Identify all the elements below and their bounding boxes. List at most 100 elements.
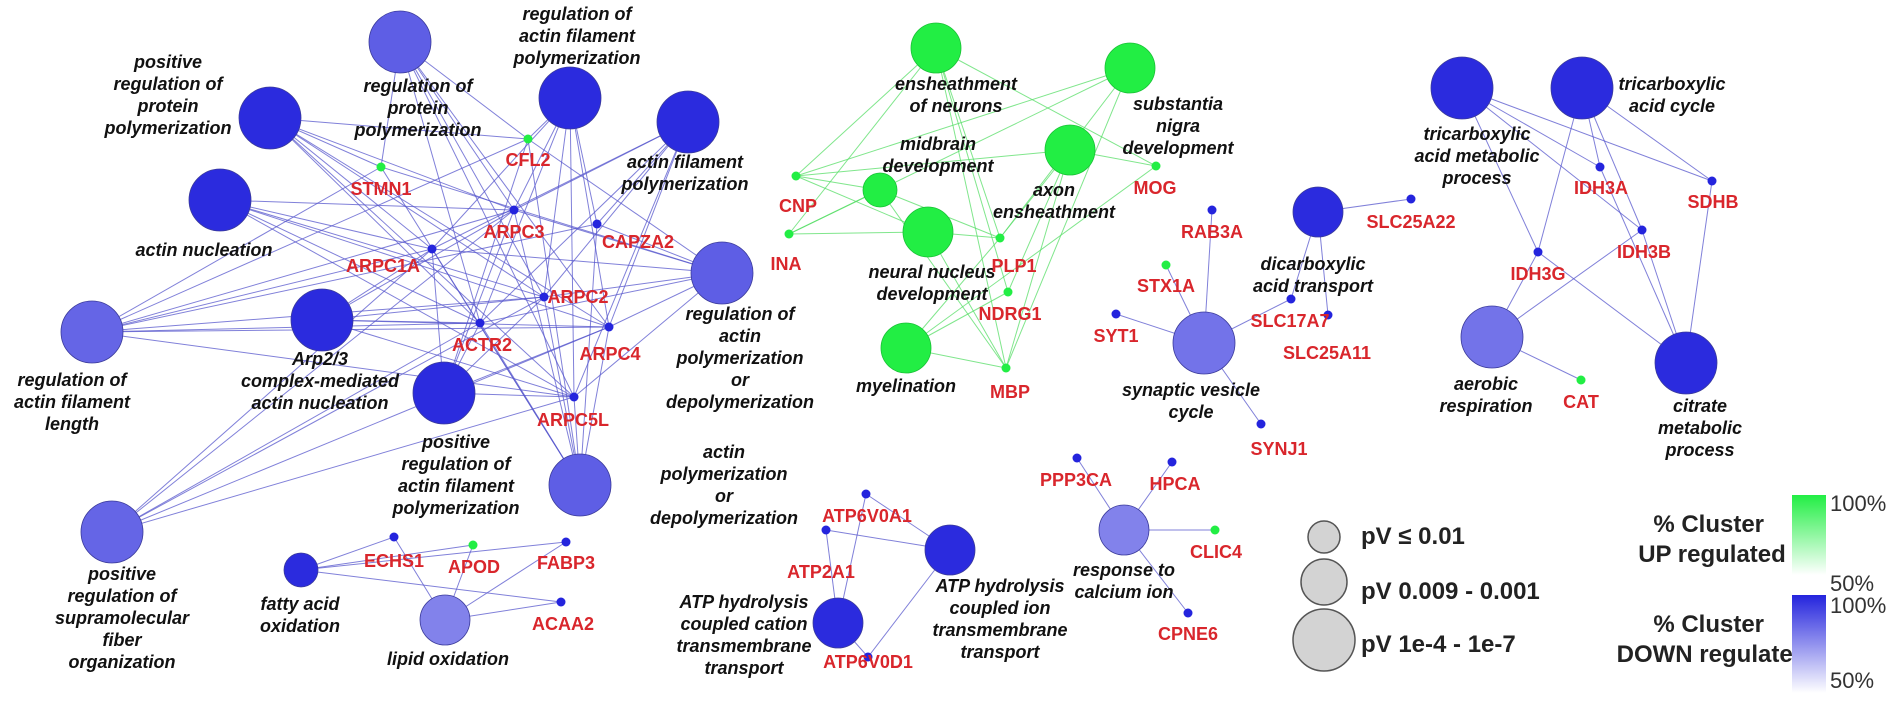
gene-node-g1[interactable]	[376, 162, 386, 172]
gene-node-g37[interactable]	[1210, 525, 1220, 535]
term-label-n13: lipid oxidation	[387, 649, 509, 669]
term-node-n5[interactable]	[188, 168, 252, 232]
term-node-n18[interactable]	[902, 206, 954, 258]
edge-n2-g3	[399, 41, 515, 211]
edge-n7-g8	[321, 319, 610, 328]
term-node-n25[interactable]	[1654, 331, 1718, 395]
gene-label-g18: NDRG1	[978, 304, 1041, 324]
term-node-n27[interactable]	[812, 597, 864, 649]
gene-node-g34[interactable]	[863, 652, 873, 662]
gene-node-g22[interactable]	[1111, 309, 1121, 319]
edge-n11-g5	[111, 248, 433, 533]
term-node-n8[interactable]	[412, 361, 476, 425]
term-node-n26[interactable]	[924, 524, 976, 576]
gene-node-g19[interactable]	[1001, 363, 1011, 373]
term-node-n13[interactable]	[419, 594, 471, 646]
term-node-n19[interactable]	[880, 322, 932, 374]
gene-node-g28[interactable]	[1707, 176, 1717, 186]
gene-label-g16: MOG	[1134, 178, 1177, 198]
gene-label-g29: IDH3B	[1617, 242, 1671, 262]
edge-n12-g11	[300, 544, 474, 571]
edge-n9-g3	[513, 209, 723, 274]
term-node-n1[interactable]	[238, 86, 302, 150]
gene-node-g11[interactable]	[468, 540, 478, 550]
gene-node-g31[interactable]	[1576, 375, 1586, 385]
term-node-n22[interactable]	[1430, 56, 1494, 120]
term-node-n21[interactable]	[1172, 311, 1236, 375]
gene-node-g15[interactable]	[784, 229, 794, 239]
gene-node-g32[interactable]	[861, 489, 871, 499]
edge-n15-g19	[1005, 67, 1131, 369]
term-node-n4[interactable]	[656, 90, 720, 154]
edge-n11-g6	[111, 296, 545, 533]
gene-node-g38[interactable]	[1183, 608, 1193, 618]
term-node-n17[interactable]	[1044, 124, 1096, 176]
edge-n4-g8	[608, 121, 689, 328]
legend-down-gradient	[1792, 595, 1826, 693]
gene-node-g4[interactable]	[592, 219, 602, 229]
edge-n11-g9	[111, 396, 575, 533]
gene-node-g6[interactable]	[539, 292, 549, 302]
edge-n3-g7	[479, 97, 571, 324]
term-node-n6[interactable]	[60, 300, 124, 364]
gene-node-g3[interactable]	[509, 205, 519, 215]
term-node-n12[interactable]	[283, 552, 319, 588]
edge-n3-g5	[431, 97, 571, 250]
gene-node-g12[interactable]	[561, 537, 571, 547]
edge-n4-g6	[543, 121, 689, 298]
term-node-n9[interactable]	[690, 241, 754, 305]
term-node-n24[interactable]	[1460, 305, 1524, 369]
term-node-n11[interactable]	[80, 500, 144, 564]
edge-n1-g3	[269, 117, 515, 211]
legend-up-top-label: 100%	[1830, 491, 1886, 516]
gene-node-g2[interactable]	[523, 134, 533, 144]
gene-node-g20[interactable]	[1207, 205, 1217, 215]
gene-node-g13[interactable]	[556, 597, 566, 607]
gene-node-g23[interactable]	[1286, 294, 1296, 304]
gene-node-g10[interactable]	[389, 532, 399, 542]
edge-n3-g9	[569, 97, 575, 398]
gene-node-g9[interactable]	[569, 392, 579, 402]
term-node-n2[interactable]	[368, 10, 432, 74]
gene-node-g21[interactable]	[1161, 260, 1171, 270]
term-label-n19: myelination	[856, 376, 956, 396]
gene-node-g18[interactable]	[1003, 287, 1013, 297]
gene-node-g30[interactable]	[1533, 247, 1543, 257]
term-node-n7[interactable]	[290, 288, 354, 352]
term-node-n23[interactable]	[1550, 56, 1614, 120]
gene-node-g33[interactable]	[821, 525, 831, 535]
gene-node-g36[interactable]	[1167, 457, 1177, 467]
gene-node-g25[interactable]	[1406, 194, 1416, 204]
gene-node-g27[interactable]	[1595, 162, 1605, 172]
gene-label-g26: SYNJ1	[1250, 439, 1307, 459]
gene-node-g35[interactable]	[1072, 453, 1082, 463]
gene-node-g16[interactable]	[1151, 161, 1161, 171]
gene-node-g7[interactable]	[475, 318, 485, 328]
term-label-n5: actin nucleation	[135, 240, 272, 260]
gene-label-g28: SDHB	[1687, 192, 1738, 212]
edge-n14-g16	[935, 47, 1157, 167]
term-node-n3[interactable]	[538, 66, 602, 130]
gene-node-g24[interactable]	[1323, 310, 1333, 320]
edge-n14-g15	[788, 47, 937, 235]
gene-node-g5[interactable]	[427, 244, 437, 254]
gene-node-g8[interactable]	[604, 322, 614, 332]
term-node-n14[interactable]	[910, 22, 962, 74]
term-node-n16[interactable]	[862, 172, 898, 208]
term-node-n20[interactable]	[1292, 186, 1344, 238]
edge-n9-g2	[527, 138, 723, 274]
term-node-n28[interactable]	[1098, 504, 1150, 556]
gene-node-g14[interactable]	[791, 171, 801, 181]
term-node-n10[interactable]	[548, 453, 612, 517]
gene-node-g29[interactable]	[1637, 225, 1647, 235]
gene-label-g19: MBP	[990, 382, 1030, 402]
gene-node-g26[interactable]	[1256, 419, 1266, 429]
term-node-n15[interactable]	[1104, 42, 1156, 94]
gene-node-g17[interactable]	[995, 233, 1005, 243]
